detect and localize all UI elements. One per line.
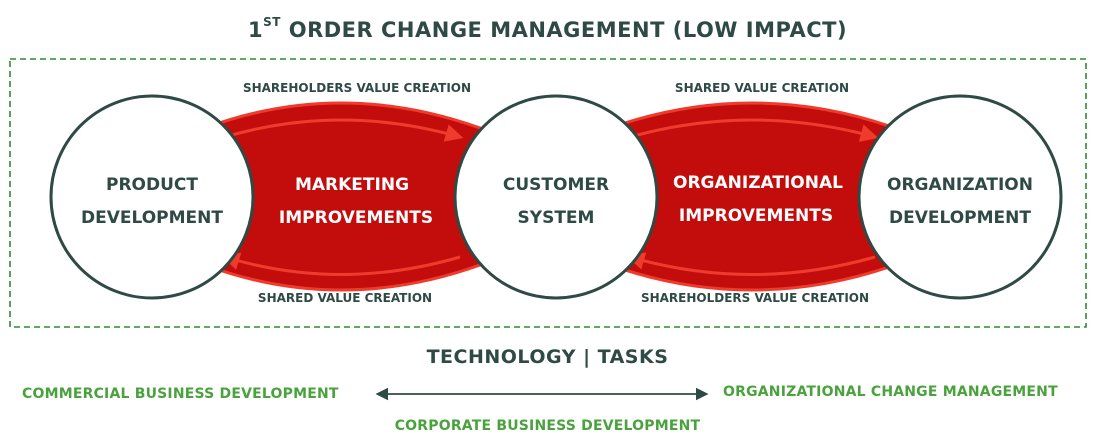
technology-tasks-title: TECHNOLOGY | TASKS bbox=[426, 346, 669, 368]
title-superscript: ST bbox=[263, 15, 281, 29]
lens-2-line1: ORGANIZATIONAL bbox=[673, 173, 843, 193]
page-title: 1ST ORDER CHANGE MANAGEMENT (LOW IMPACT) bbox=[247, 15, 848, 42]
circle-2-line2: SYSTEM bbox=[518, 208, 595, 228]
lens-1-line2: IMPROVEMENTS bbox=[279, 208, 433, 228]
lens-1-line1: MARKETING bbox=[295, 175, 409, 195]
corporate-business-development: CORPORATE BUSINESS DEVELOPMENT bbox=[394, 418, 701, 434]
lens-marketing-bottom-arrow bbox=[221, 252, 461, 276]
commercial-business-development: COMMERCIAL BUSINESS DEVELOPMENT bbox=[22, 386, 339, 402]
lens-2-top-label: SHARED VALUE CREATION bbox=[675, 81, 849, 95]
lens-organizational-bottom-arrow bbox=[626, 252, 876, 276]
circle-2-line1: CUSTOMER bbox=[503, 175, 609, 195]
lens-marketing-top-arrow bbox=[224, 118, 464, 142]
lens-2-line2: IMPROVEMENTS bbox=[679, 206, 833, 226]
lens-1-top-label: SHAREHOLDERS VALUE CREATION bbox=[243, 81, 471, 95]
lens-1-bottom-label: SHARED VALUE CREATION bbox=[258, 291, 432, 305]
circle-3-line1: ORGANIZATION bbox=[887, 175, 1033, 195]
circle-product-development bbox=[49, 94, 255, 300]
circle-organization-development bbox=[857, 94, 1063, 300]
circle-1-line2: DEVELOPMENT bbox=[81, 208, 223, 228]
lens-organizational-top-arrow bbox=[629, 118, 879, 142]
circle-1-line1: PRODUCT bbox=[106, 175, 198, 195]
circle-3-line2: DEVELOPMENT bbox=[889, 208, 1031, 228]
change-diagram: PRODUCT DEVELOPMENT CUSTOMER SYSTEM ORGA… bbox=[9, 58, 1087, 328]
organizational-change-management: ORGANIZATIONAL CHANGE MANAGEMENT bbox=[723, 384, 1058, 400]
lens-2-bottom-label: SHAREHOLDERS VALUE CREATION bbox=[641, 291, 869, 305]
dashed-frame bbox=[9, 58, 1087, 328]
circle-customer-system bbox=[453, 94, 659, 300]
